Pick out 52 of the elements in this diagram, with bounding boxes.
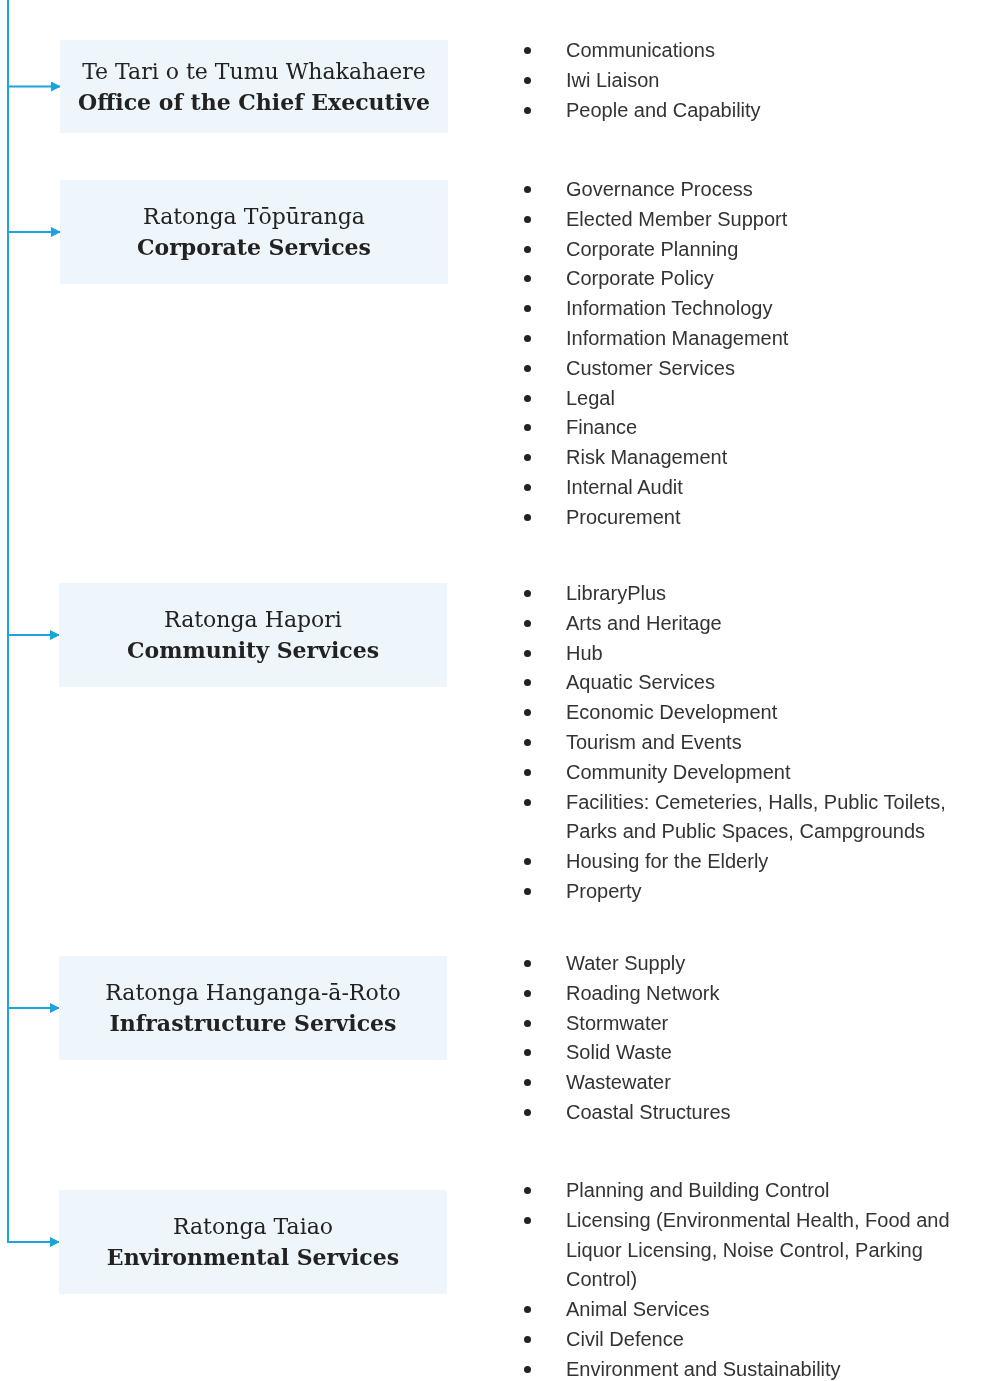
service-item: Environment and Sustainability [566,1356,841,1381]
service-item: Hub [566,640,603,666]
department-english-name: Community Services [126,636,380,665]
service-item: Roading Network [566,980,720,1006]
service-item: Civil Defence [566,1327,684,1352]
department-english-name: Corporate Services [137,233,371,262]
service-item: Facilities: Cemeteries, Halls, Public Toilets, Parks and Public Spaces, Campgrounds [566,789,947,845]
service-item: Finance [566,415,638,441]
service-item: Coastal Structures [566,1100,731,1125]
department-maori-name: Ratonga Taiao [172,1213,334,1241]
service-item: Water Supply [566,951,686,976]
department-maori-name: Ratonga Tōpūranga [143,203,365,231]
department-english-name: Infrastructure Services [109,1009,397,1038]
department-maori-name: Ratonga Hapori [164,606,342,634]
service-item: Planning and Building Control [566,1178,830,1203]
service-item: Information Management [566,326,789,351]
department-english-name: Environmental Services [106,1243,400,1272]
connector-arrow [7,0,60,1247]
service-item: Legal [566,385,615,411]
service-item: Corporate Planning [566,236,739,262]
service-item: Procurement [566,504,681,530]
service-item: Arts and Heritage [566,610,722,636]
service-item: Communications [566,38,715,63]
service-item: Corporate Policy [566,266,714,292]
service-item: People and Capability [566,97,761,123]
service-item: LibraryPlus [566,581,667,606]
service-item: Property [566,878,642,904]
service-item: Housing for the Elderly [566,849,769,875]
service-item: Licensing (Environmental Health, Food and Liquor Licensing, Noise Control, Parking Control) [566,1207,951,1293]
department-english-name: Office of the Chief Executive [78,87,430,117]
service-item: Customer Services [566,355,735,381]
department-box [60,40,448,133]
service-item: Governance Process [566,177,753,202]
service-item: Wastewater [566,1070,671,1096]
department-box [59,956,447,1060]
department-box [59,1190,447,1294]
service-item: Economic Development [566,700,778,726]
department-box [60,180,448,284]
department-maori-name: Te Tari o te Tumu Whakahaere [82,57,426,86]
service-item: Information Technology [566,296,773,322]
service-item: Community Development [566,759,791,785]
department-maori-name: Ratonga Hanganga-ā-Roto [105,979,401,1007]
service-item: Stormwater [566,1010,669,1036]
service-item: Tourism and Events [566,730,742,755]
department-box [59,583,447,687]
service-item: Iwi Liaison [566,67,660,93]
service-item: Internal Audit [566,474,683,500]
service-item: Solid Waste [566,1040,672,1066]
service-item: Aquatic Services [566,670,715,696]
service-item: Risk Management [566,445,728,471]
service-item: Animal Services [566,1297,710,1323]
service-item: Elected Member Support [566,206,788,232]
